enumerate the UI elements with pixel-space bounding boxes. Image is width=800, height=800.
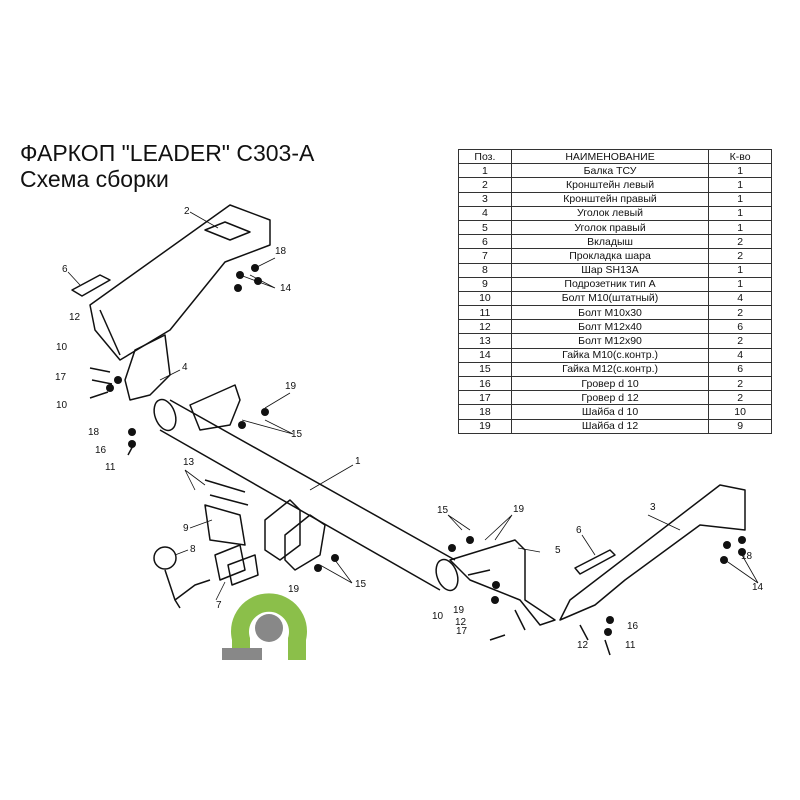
callout-leaders — [67, 211, 759, 601]
callout-label: 12 — [69, 312, 81, 323]
callout-label: 14 — [280, 283, 292, 294]
cell-name: Болт М10(штатный) — [510, 290, 710, 307]
cell-name: Гровер d 10 — [510, 375, 710, 392]
callout-label: 18 — [275, 246, 287, 257]
callout-label: 18 — [88, 427, 100, 438]
callout-label: 10 — [56, 400, 68, 411]
callout-label: 19 — [288, 584, 300, 595]
cell-qty: 9 — [708, 418, 772, 434]
mounting-plate-part — [189, 384, 241, 431]
callout-label: 14 — [752, 582, 764, 593]
callout-label: 8 — [190, 544, 196, 555]
ball-part — [153, 546, 177, 570]
callout-label: 15 — [437, 505, 449, 516]
callout-label: 5 — [555, 545, 561, 556]
callout-label: 9 — [183, 523, 189, 534]
callout-label: 18 — [741, 551, 753, 562]
cell-pos: 2 — [458, 177, 512, 193]
callout-label: 10 — [432, 611, 444, 622]
callout-label: 19 — [513, 504, 525, 515]
callout-label: 11 — [105, 462, 116, 473]
left-angle-part — [124, 334, 171, 401]
cell-name: Гайка М10(с.контр.) — [510, 347, 710, 363]
callout-label: 4 — [182, 362, 188, 373]
callout-label: 15 — [355, 579, 367, 590]
cell-name: Балка ТСУ — [510, 163, 710, 179]
right-insert-part — [574, 549, 616, 575]
cell-pos: 5 — [458, 219, 512, 236]
beam-part — [159, 399, 456, 591]
callout-label: 15 — [291, 429, 303, 440]
right-bracket-part — [559, 484, 746, 621]
hitch-bracket-part — [264, 499, 301, 561]
callout-label: 12 — [455, 617, 467, 628]
page-title: ФАРКОП "LEADER" С303-А — [20, 140, 315, 166]
col-header-name: НАИМЕНОВАНИЕ — [510, 148, 710, 165]
cell-name: Кронштейн правый — [510, 191, 710, 207]
cell-name: Уголок левый — [510, 205, 710, 221]
leader-logo — [222, 593, 307, 660]
cell-qty: 1 — [708, 219, 772, 236]
callout-label: 16 — [95, 445, 107, 456]
col-header-qty: К-во — [708, 148, 772, 165]
left-bracket-part — [89, 204, 271, 361]
callout-label: 3 — [650, 502, 656, 513]
callout-label: 7 — [216, 600, 222, 611]
callout-label: 19 — [285, 381, 297, 392]
cell-name: Вкладыш — [510, 234, 710, 250]
page-subtitle: Схема сборки — [20, 166, 169, 192]
cell-qty: 1 — [708, 205, 772, 221]
ball-pad-part — [214, 544, 246, 581]
callout-label: 2 — [184, 206, 190, 217]
callout-label: 12 — [577, 640, 589, 651]
callout-label: 11 — [625, 640, 636, 651]
callout-label: 17 — [456, 626, 468, 637]
table-header-row: Поз. НАИМЕНОВАНИЕ К-во — [458, 148, 772, 165]
callout-label: 10 — [56, 342, 68, 353]
cell-qty: 2 — [708, 234, 772, 250]
cell-pos: 1 — [458, 163, 512, 179]
cell-name: Подрозетник тип А — [510, 276, 710, 292]
callout-labels: 1234566789101010111112121213141415151516… — [55, 206, 764, 651]
cell-name: Кронштейн левый — [510, 177, 710, 193]
cell-qty: 1 — [708, 163, 772, 179]
callout-label: 6 — [576, 525, 582, 536]
callout-label: 13 — [183, 457, 195, 468]
left-insert-part — [71, 274, 111, 297]
callout-label: 16 — [627, 621, 639, 632]
callout-label: 17 — [55, 372, 67, 383]
cell-name: Уголок правый — [510, 219, 710, 236]
callout-label: 1 — [355, 456, 361, 467]
cell-qty: 1 — [708, 177, 772, 193]
callout-label: 6 — [62, 264, 68, 275]
cell-qty: 1 — [708, 191, 772, 207]
fastener-group — [106, 264, 746, 636]
cell-name: Гайка М12(с.контр.) — [510, 361, 710, 378]
col-header-pos: Поз. — [458, 148, 512, 165]
callout-label: 19 — [453, 605, 465, 616]
right-angle-part — [449, 539, 556, 626]
cell-name: Шайба d 12 — [510, 418, 710, 434]
bolt-part — [89, 367, 611, 656]
socket-plate-part — [204, 504, 246, 546]
